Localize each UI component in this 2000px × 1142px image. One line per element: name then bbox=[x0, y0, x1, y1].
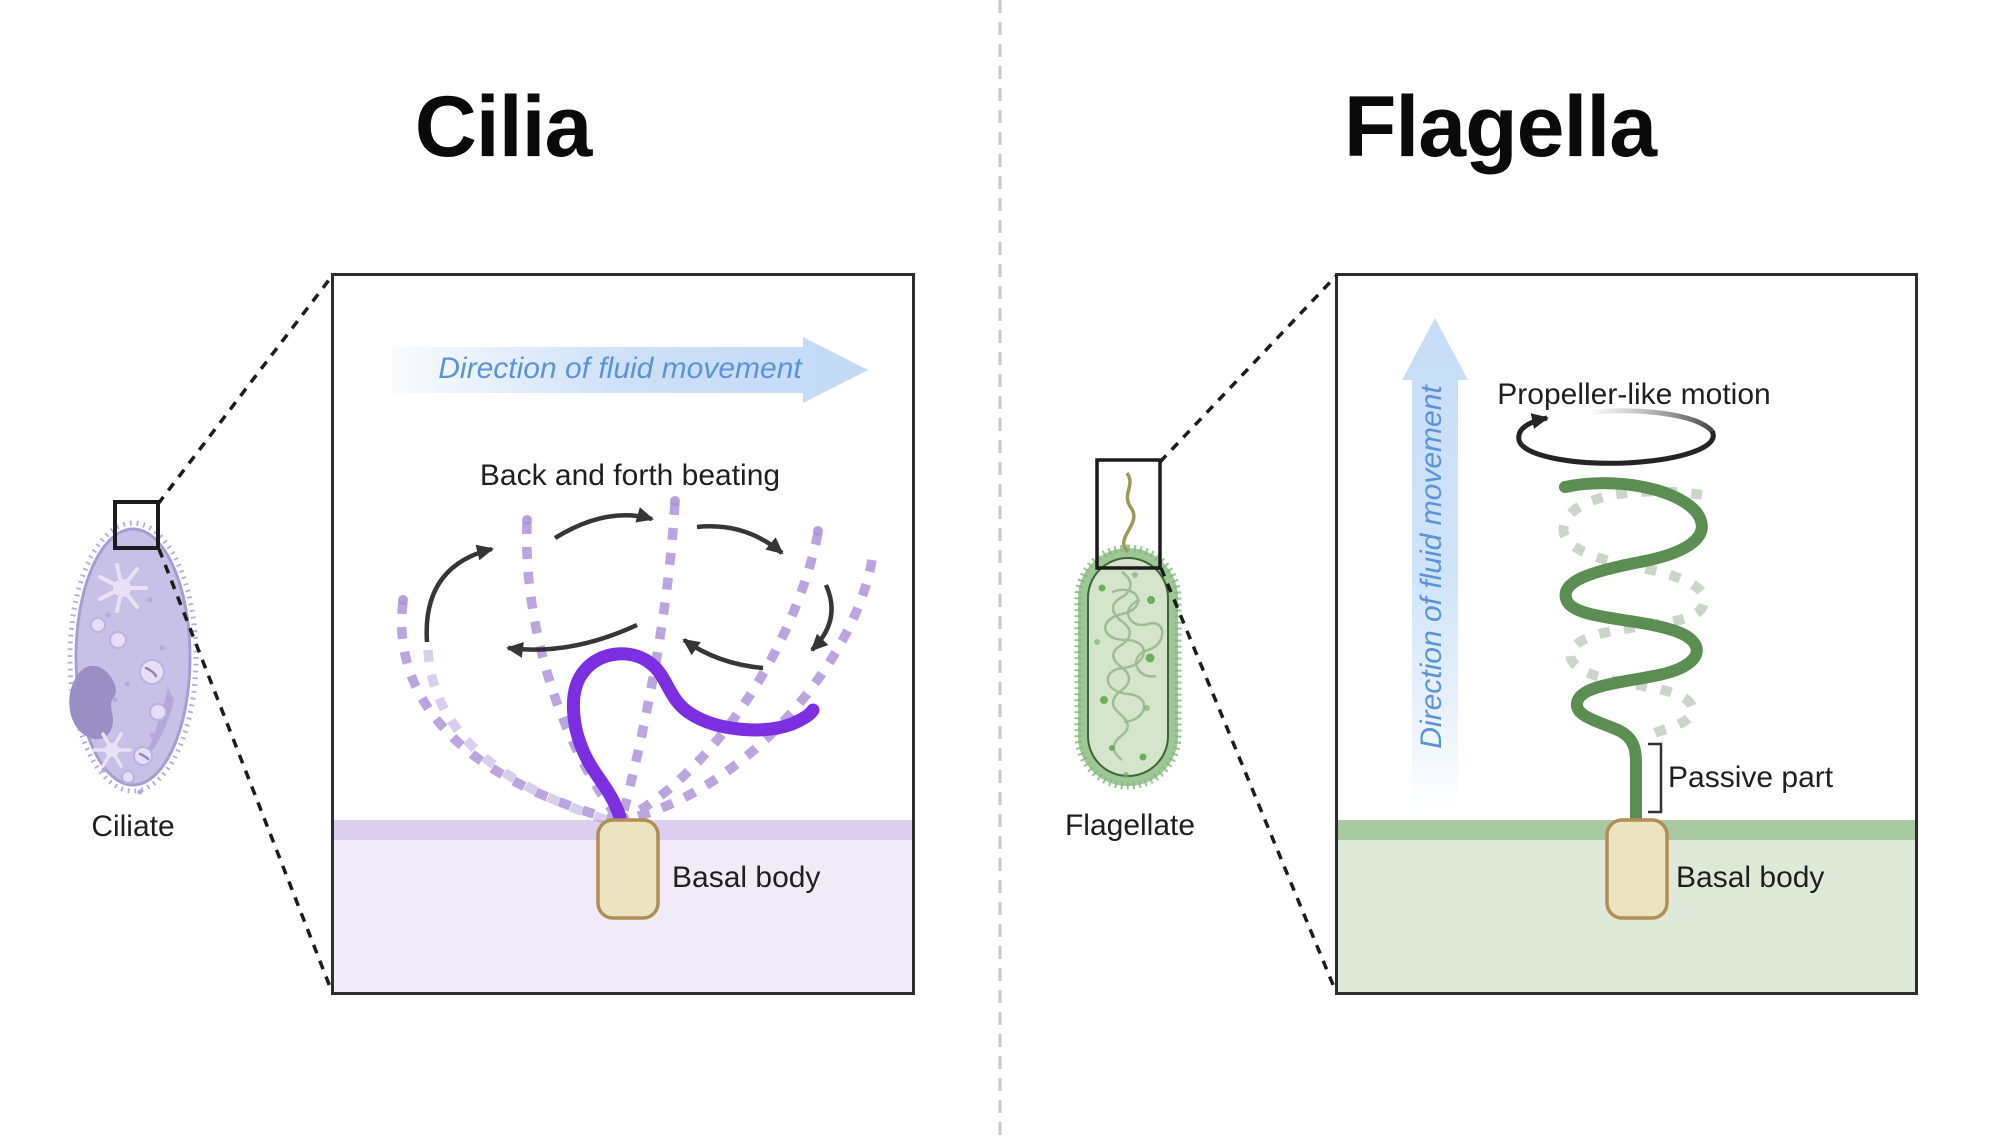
zoom-source-box bbox=[1095, 458, 1162, 570]
zoom-connector-line bbox=[156, 274, 334, 506]
ciliate-star-vacuole-center bbox=[105, 743, 119, 757]
zoom-source-box bbox=[113, 500, 160, 550]
cilia-ghost-strokes bbox=[397, 502, 877, 826]
flagellate-capsule-fuzz bbox=[1074, 544, 1182, 790]
propeller-motion-label: Propeller-like motion bbox=[1497, 378, 1771, 411]
passive-part-label: Passive part bbox=[1668, 761, 1834, 794]
ciliate-granules bbox=[101, 597, 165, 795]
flagellate-label: Flagellate bbox=[1064, 809, 1196, 842]
basal-body-label-left: Basal body bbox=[672, 861, 821, 894]
flagellate-granules bbox=[1094, 572, 1155, 778]
flagellate-nucleoid bbox=[1103, 571, 1164, 761]
zoom-connector-line bbox=[1159, 567, 1338, 993]
ciliate-vacuole-contents bbox=[138, 666, 158, 761]
motion-arrow bbox=[553, 507, 654, 540]
fluid-direction-arrow-icon bbox=[1402, 318, 1468, 812]
flagellum-ghost-helix bbox=[1558, 486, 1710, 740]
cilia-title: Cilia bbox=[414, 79, 593, 175]
dashed-cilium bbox=[423, 649, 612, 826]
flagella-title: Flagella bbox=[1343, 79, 1657, 175]
basal-body-shape bbox=[1605, 818, 1669, 920]
ciliate-hairs bbox=[67, 520, 199, 794]
fluid-direction-label-right: Direction of fluid movement bbox=[1415, 385, 1448, 749]
motion-arrow bbox=[424, 544, 494, 643]
ciliate-star-vacuole-center bbox=[113, 579, 131, 597]
flagella-panel-art bbox=[1338, 318, 1915, 992]
beating-label: Back and forth beating bbox=[479, 459, 781, 492]
passive-part-bracket bbox=[1648, 742, 1663, 814]
cilia-ghost-tips bbox=[398, 496, 823, 605]
motion-arrow bbox=[696, 524, 784, 555]
beating-motion-arrows bbox=[424, 507, 834, 671]
basal-body-shape bbox=[596, 818, 660, 920]
dashed-cilium bbox=[397, 601, 617, 825]
ciliate-illustration bbox=[67, 274, 334, 993]
basal-body-label-right: Basal body bbox=[1676, 861, 1825, 894]
ciliate-nucleus bbox=[69, 665, 116, 740]
flagellum-helix bbox=[1559, 477, 1708, 826]
ciliate-body bbox=[74, 527, 192, 787]
fluid-direction-label-left: Direction of fluid movement bbox=[438, 352, 802, 385]
ciliate-oral-groove bbox=[140, 688, 174, 764]
flagellate-flagellum bbox=[1121, 472, 1136, 554]
motion-arrow bbox=[682, 638, 764, 671]
ciliate-label: Ciliate bbox=[91, 810, 175, 843]
zoom-connector-line bbox=[157, 548, 334, 993]
solid-cilium bbox=[567, 647, 820, 824]
dashed-cilium bbox=[624, 532, 823, 823]
fluid-direction-arrow-icon bbox=[392, 337, 868, 403]
zoom-connector-line bbox=[1158, 274, 1338, 464]
dashed-cilium bbox=[617, 502, 680, 820]
motion-arrow bbox=[810, 584, 834, 652]
flagellate-illustration bbox=[1074, 274, 1338, 993]
rotation-arrow-fade bbox=[1591, 408, 1714, 433]
cilia-panel-art bbox=[334, 337, 912, 992]
rotation-arrow-icon bbox=[1516, 413, 1716, 466]
dashed-cilium bbox=[521, 521, 622, 821]
motion-arrow bbox=[506, 622, 638, 658]
